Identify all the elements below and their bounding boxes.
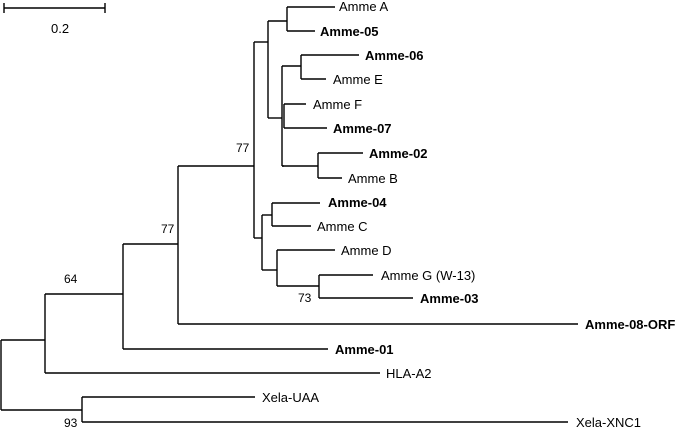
taxon-label-xela-uaa: Xela-UAA [262, 390, 319, 405]
taxon-label-amme-a: Amme A [339, 0, 388, 14]
taxon-label-amme-06: Amme-06 [365, 48, 424, 63]
taxon-label-amme-07: Amme-07 [333, 121, 392, 136]
taxon-label-amme-08-orf: Amme-08-ORF [585, 317, 675, 332]
taxon-label-amme-f: Amme F [313, 97, 362, 112]
bootstrap-value: 77 [236, 141, 250, 155]
tree-branches [0, 6, 578, 423]
bootstrap-value: 64 [64, 272, 78, 286]
taxon-label-xela-xnc1: Xela-XNC1 [576, 415, 641, 430]
bootstrap-values: 77 77 64 73 93 [64, 141, 312, 430]
taxon-label-amme-e: Amme E [333, 72, 383, 87]
taxon-label-amme-03: Amme-03 [420, 291, 479, 306]
bootstrap-value: 77 [161, 222, 175, 236]
taxon-label-amme-b: Amme B [348, 171, 398, 186]
taxon-labels: Amme A Amme-05 Amme-06 Amme E Amme F Amm… [262, 0, 675, 430]
taxon-label-hla-a2: HLA-A2 [386, 366, 432, 381]
bootstrap-value: 93 [64, 416, 78, 430]
scale-bar-label: 0.2 [51, 21, 69, 36]
taxon-label-amme-02: Amme-02 [369, 146, 428, 161]
taxon-label-amme-g-w13: Amme G (W-13) [381, 268, 475, 283]
taxon-label-amme-04: Amme-04 [328, 195, 387, 210]
taxon-label-amme-01: Amme-01 [335, 342, 394, 357]
taxon-label-amme-05: Amme-05 [320, 24, 379, 39]
bootstrap-value: 73 [298, 291, 312, 305]
taxon-label-amme-d: Amme D [341, 243, 392, 258]
taxon-label-amme-c: Amme C [317, 219, 368, 234]
scale-bar: 0.2 [3, 3, 106, 36]
